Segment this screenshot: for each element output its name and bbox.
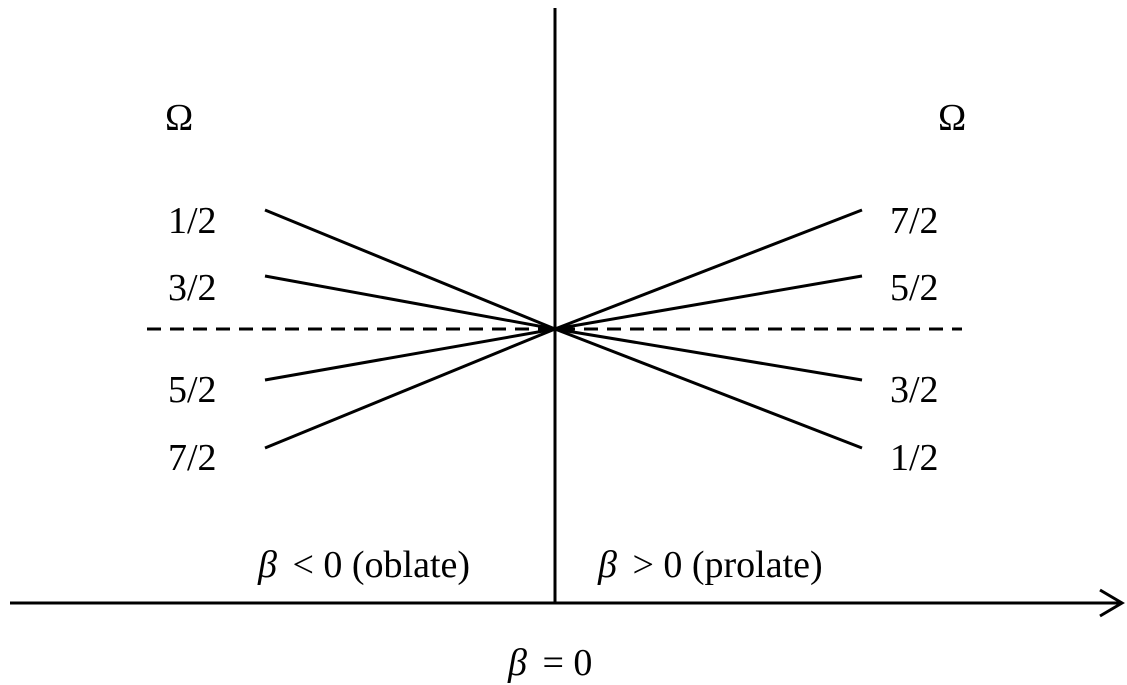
- right-level-label: 7/2: [890, 200, 939, 242]
- right-level-line-3-2: [554, 327, 863, 382]
- right-omega-label: Ω: [938, 97, 966, 139]
- left-level-label: 7/2: [168, 437, 217, 479]
- right-level-line-1-2: [554, 327, 863, 450]
- prolate-region-label: β > 0 (prolate): [597, 544, 823, 586]
- right-level-label: 5/2: [890, 267, 939, 309]
- beta-zero-label: β = 0: [507, 642, 592, 684]
- left-level-label: 5/2: [168, 369, 217, 411]
- prolate-relation: > 0 (prolate): [632, 544, 822, 586]
- right-level-line-7-2: [554, 208, 863, 331]
- right-level-line-5-2: [554, 274, 863, 331]
- oblate-region-label: β < 0 (oblate): [257, 544, 470, 586]
- beta-symbol: β: [507, 642, 527, 684]
- beta-symbol: β: [257, 544, 277, 586]
- zero-relation: = 0: [542, 642, 592, 684]
- left-level-line-1-2: [264, 208, 556, 331]
- oblate-relation: < 0 (oblate): [292, 544, 470, 586]
- left-level-label: 1/2: [168, 200, 217, 242]
- right-level-label: 1/2: [890, 437, 939, 479]
- left-level-line-5-2: [264, 327, 556, 382]
- right-level-label: 3/2: [890, 369, 939, 411]
- axis-arrowhead: [1099, 588, 1125, 618]
- left-level-line-7-2: [264, 327, 556, 450]
- beta-symbol: β: [597, 544, 617, 586]
- left-omega-label: Ω: [165, 97, 193, 139]
- left-level-label: 3/2: [168, 267, 217, 309]
- left-level-line-3-2: [264, 274, 556, 331]
